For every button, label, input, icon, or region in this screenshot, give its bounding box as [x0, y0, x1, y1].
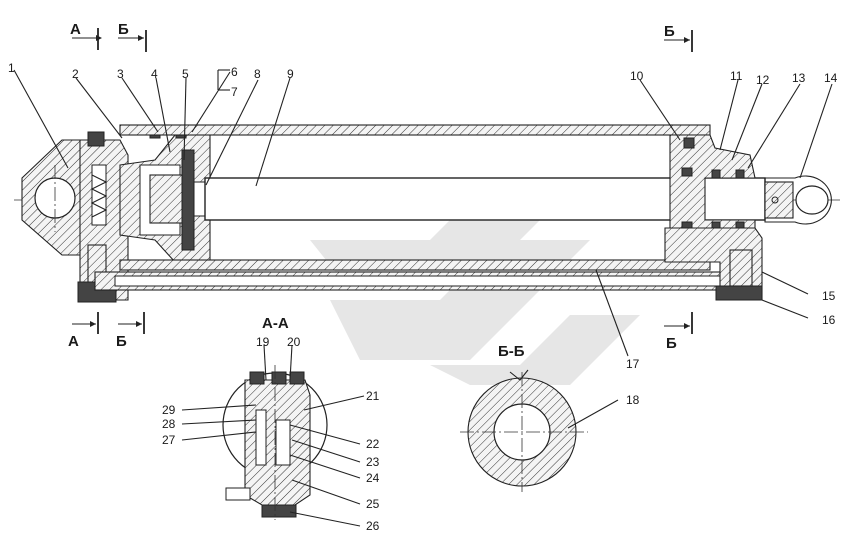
callout-11: 11 [730, 69, 743, 83]
callout-17: 17 [626, 357, 640, 371]
callout-25: 25 [366, 497, 380, 511]
callout-18: 18 [626, 393, 640, 407]
section-a-bottom: А [68, 333, 79, 350]
section-b-bottom-left: Б [116, 333, 127, 350]
front-gland [669, 134, 756, 256]
callout-22: 22 [366, 437, 380, 451]
callout-28: 28 [162, 417, 176, 431]
callout-27: 27 [162, 433, 176, 447]
callout-2: 2 [72, 67, 79, 81]
callout-29: 29 [162, 403, 176, 417]
callout-21: 21 [366, 389, 380, 403]
section-b-bottom-right: Б [666, 335, 677, 352]
view-bb-title: Б-Б [498, 343, 525, 360]
watermark-logo [310, 200, 640, 385]
callout-13: 13 [792, 71, 806, 85]
section-b-top-left: Б [118, 21, 129, 38]
callout-24: 24 [366, 471, 380, 485]
piston-assembly [119, 127, 211, 263]
callout-3: 3 [117, 67, 124, 81]
view-aa-title: А-А [262, 315, 289, 332]
callout-9: 9 [287, 67, 294, 81]
callout-16: 16 [822, 313, 836, 327]
callout-7: 7 [231, 85, 238, 99]
barrel [119, 124, 711, 271]
callout-23: 23 [366, 455, 380, 469]
section-b-top-right: Б [664, 23, 675, 40]
callout-14: 14 [824, 71, 838, 85]
callout-26: 26 [366, 519, 380, 533]
callout-15: 15 [822, 289, 836, 303]
rod-eye [764, 175, 832, 225]
callout-19: 19 [256, 335, 270, 349]
view-aa [222, 365, 328, 520]
callout-labels: 1 2 3 4 5 6 7 8 9 10 11 12 13 14 15 16 1… [8, 61, 838, 533]
view-bb [460, 369, 588, 492]
callout-4: 4 [151, 67, 158, 81]
leader-lines [13, 69, 833, 527]
callout-5: 5 [182, 67, 189, 81]
section-a-top: А [70, 21, 81, 38]
section-marks [72, 28, 693, 334]
callout-10: 10 [630, 69, 644, 83]
callout-20: 20 [287, 335, 301, 349]
oil-tube [94, 227, 763, 301]
callout-6: 6 [231, 65, 238, 79]
callout-1: 1 [8, 61, 15, 75]
callout-8: 8 [254, 67, 261, 81]
callout-12: 12 [756, 73, 770, 87]
